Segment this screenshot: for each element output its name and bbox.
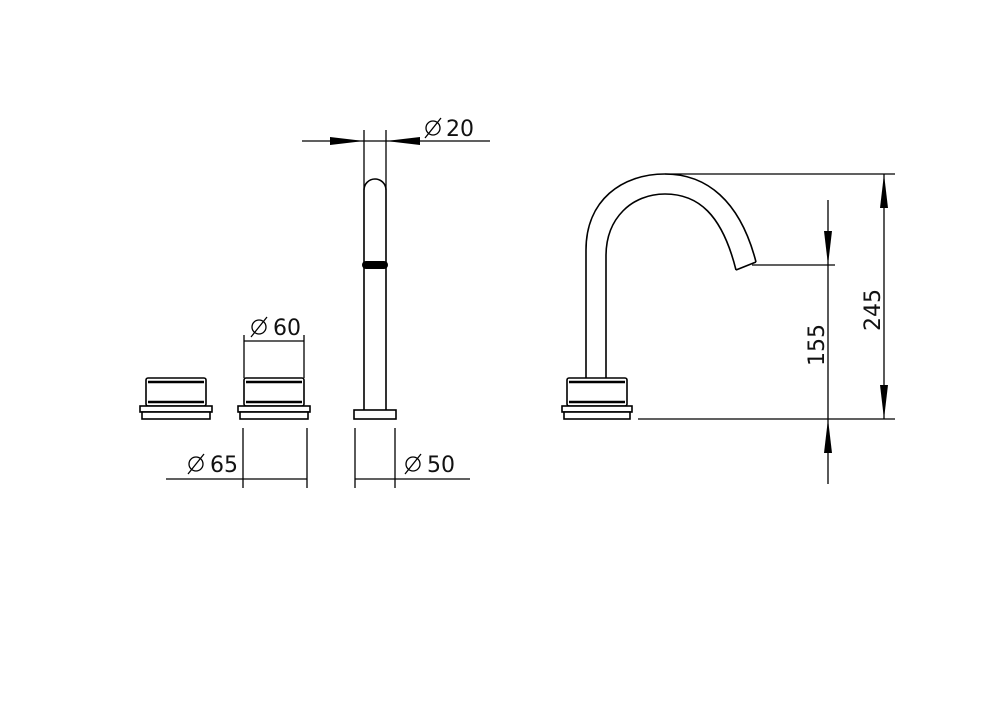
spout-side-view [585,173,757,378]
left-handle [139,377,213,420]
diameter-symbol-icon [404,453,422,475]
diameter-symbol-icon [250,316,268,338]
side-base [561,377,633,420]
label-spout-outlet-height: 155 [805,324,830,366]
label-spout-diameter: 20 [446,117,474,142]
dimension-handle-diameter [243,335,305,378]
diameter-symbol-icon [187,453,205,475]
label-spout-base-diameter: 50 [427,453,455,478]
diameter-symbol-icon [424,117,442,139]
label-handle-base-diameter: 65 [210,453,238,478]
label-overall-height: 245 [861,289,886,331]
dimension-overall-height [638,173,895,420]
dimension-handle-base-diameter [166,428,308,488]
dimension-spout-outlet-height [752,200,835,484]
dimension-spout-base-diameter [354,428,470,488]
middle-handle [237,377,311,420]
label-handle-diameter: 60 [273,316,301,341]
spout-front-view [353,178,397,420]
dimension-spout-diameter [302,130,490,190]
